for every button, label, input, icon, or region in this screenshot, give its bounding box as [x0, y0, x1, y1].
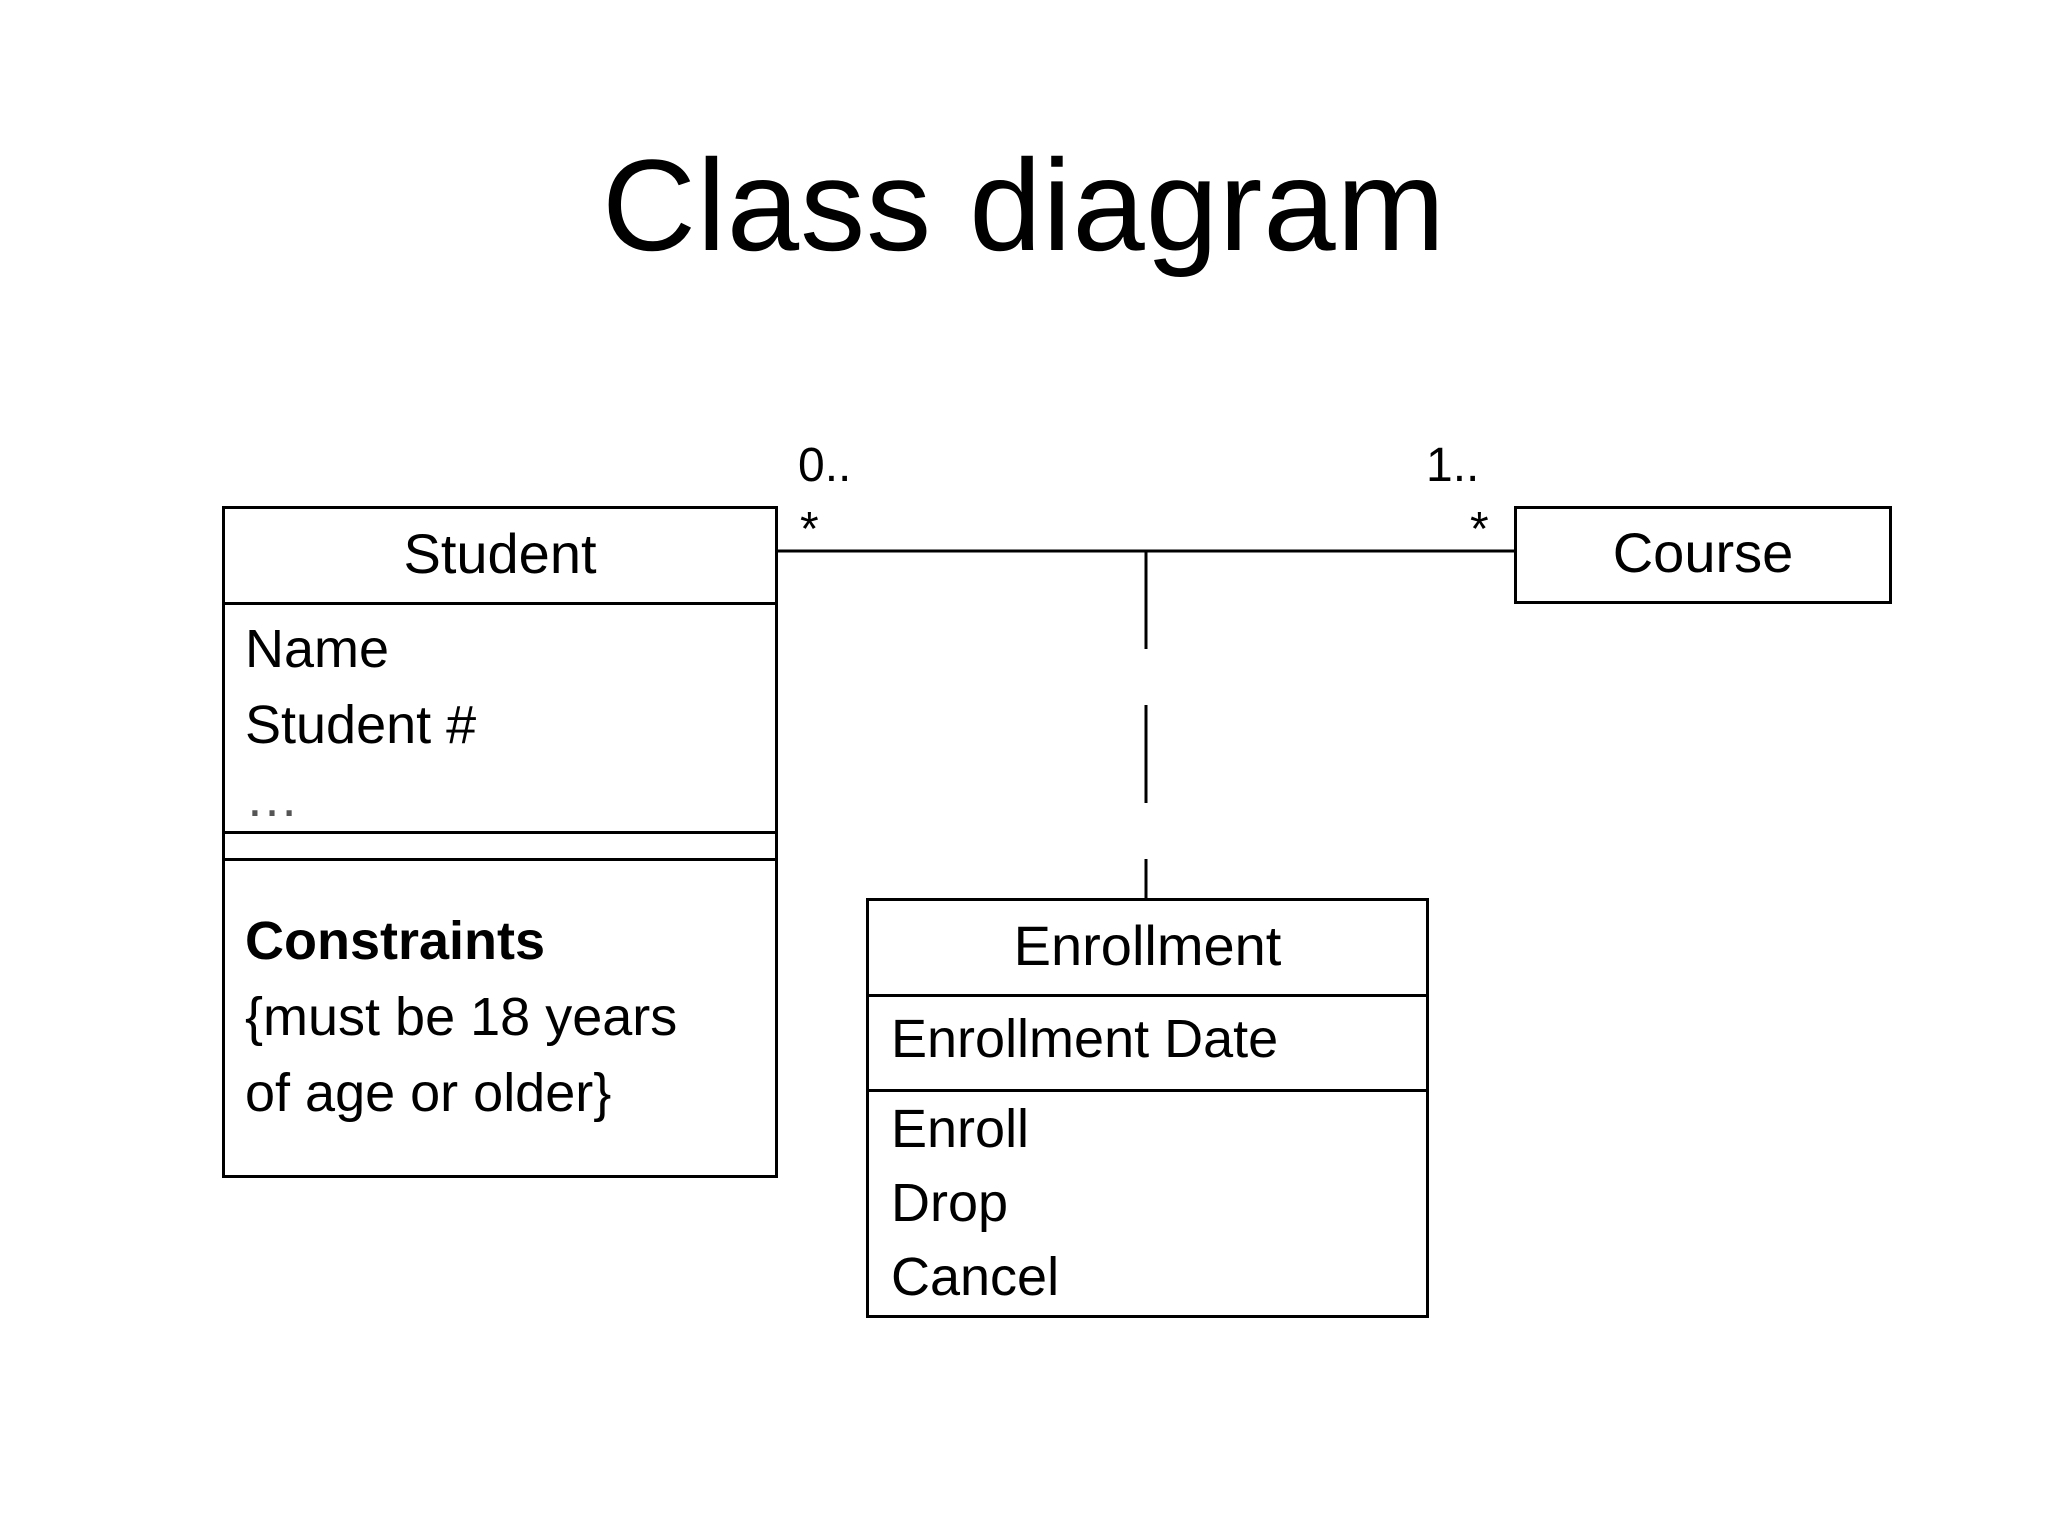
student-attribute: Student # [245, 695, 477, 755]
course-end-multiplicity-bottom: * [1470, 503, 1489, 556]
enrollment-attribute: Enrollment Date [891, 1009, 1279, 1069]
page-title: Class diagram [602, 132, 1446, 278]
student-name-compartment: Student [225, 509, 775, 605]
course-end-multiplicity-top: 1.. [1426, 439, 1480, 492]
student-constraints-compartment: Constraints {must be 18 years of age or … [225, 861, 775, 1131]
student-operations-compartment [225, 834, 775, 861]
student-end-multiplicity-bottom: * [800, 503, 819, 556]
student-class: Student Name Student # … Constraints {mu… [222, 506, 778, 1178]
student-attribute: Name [245, 619, 390, 679]
course-name-compartment: Course [1517, 509, 1889, 601]
student-end-multiplicity-top: 0.. [798, 439, 852, 492]
student-constraint-text: {must be 18 years [245, 987, 678, 1047]
course-class-name: Course [1612, 521, 1794, 584]
student-constraints-label: Constraints [245, 911, 546, 971]
enrollment-operations-compartment: Enroll Drop Cancel [869, 1092, 1426, 1314]
course-class: Course [1514, 506, 1892, 604]
enrollment-class: Enrollment Enrollment Date Enroll Drop C… [866, 898, 1429, 1318]
enrollment-class-name: Enrollment [1013, 914, 1282, 977]
enrollment-name-compartment: Enrollment [869, 901, 1426, 997]
enrollment-operation: Drop [891, 1173, 1009, 1233]
enrollment-attributes-compartment: Enrollment Date [869, 997, 1426, 1092]
student-attributes-compartment: Name Student # … [225, 605, 775, 834]
student-constraint-text: of age or older} [245, 1063, 612, 1123]
student-attribute-ellipsis: … [245, 768, 299, 828]
student-class-name: Student [403, 522, 597, 585]
enrollment-operation: Enroll [891, 1099, 1030, 1159]
enrollment-operation: Cancel [891, 1247, 1060, 1307]
